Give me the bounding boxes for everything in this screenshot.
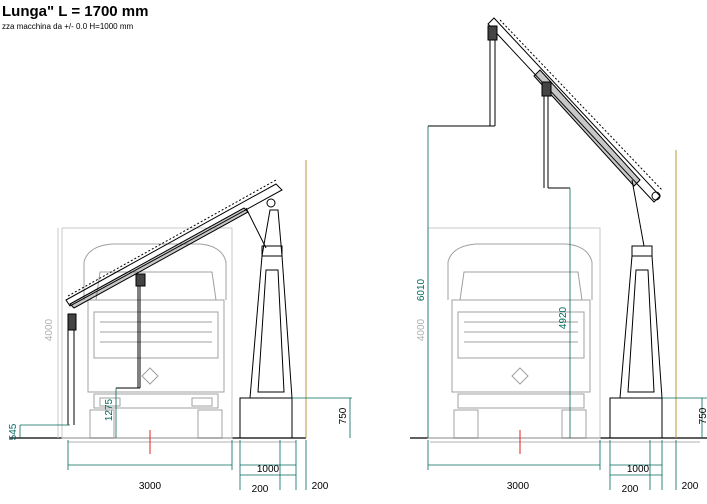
left-hook-2 [116, 273, 146, 389]
right-dim-base-width: 200 [622, 484, 639, 495]
right-crane-column [619, 191, 663, 399]
right-crane-boom [487, 17, 663, 247]
right-view: 3000 1000 200 200 6010 4000 4920 750 [410, 17, 707, 495]
left-dim-base-height: 750 [338, 407, 349, 424]
right-dim-base-height: 750 [698, 407, 707, 424]
right-hook-1 [428, 25, 498, 127]
left-dim-offset: 1000 [257, 464, 280, 475]
left-view: 3000 1000 200 200 4000 1275 545 750 [8, 160, 352, 495]
right-dim-wall-gap: 200 [682, 481, 699, 492]
right-truck [427, 227, 601, 439]
left-dim-low-hook: 545 [8, 423, 19, 440]
right-dim-height-truck: 4000 [416, 318, 427, 341]
drawing-subtitle: zza macchina da +/- 0.0 H=1000 mm [2, 22, 134, 31]
left-dim-base-width: 200 [252, 484, 269, 495]
left-hook-1 [67, 313, 77, 425]
left-dim-height-truck: 4000 [44, 318, 55, 341]
left-dim-wall-gap: 200 [312, 481, 329, 492]
right-crane-base [609, 397, 663, 439]
right-dim-hook-height: 4920 [558, 306, 569, 329]
right-dim-offset: 1000 [627, 464, 650, 475]
left-dim-reach: 3000 [139, 481, 162, 492]
left-crane-boom [65, 179, 283, 309]
drawing-title: Lunga" L = 1700 mm [2, 3, 149, 20]
right-dim-reach: 3000 [507, 481, 530, 492]
right-dim-max-height: 6010 [416, 278, 427, 301]
left-truck [57, 227, 233, 439]
right-hook-2 [541, 81, 570, 189]
left-crane-base [239, 397, 293, 439]
left-dim-hook-height: 1275 [104, 398, 115, 421]
left-crane-column [249, 198, 293, 399]
